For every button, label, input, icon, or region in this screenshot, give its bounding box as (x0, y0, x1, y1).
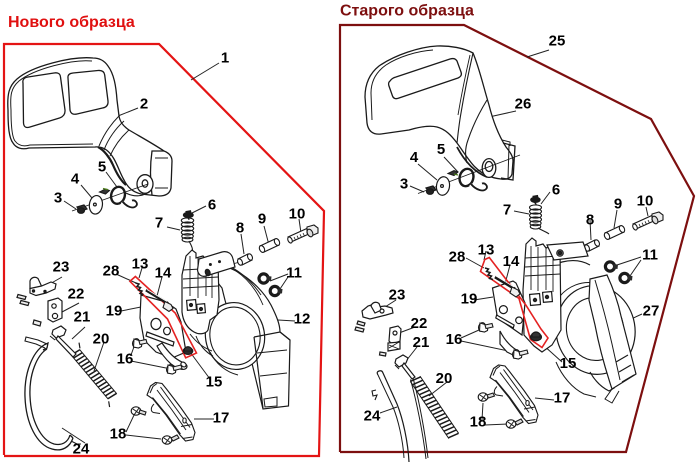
svg-text:23: 23 (53, 259, 70, 276)
svg-text:17: 17 (213, 410, 230, 427)
svg-text:6: 6 (208, 197, 216, 214)
svg-text:13: 13 (132, 256, 149, 273)
svg-text:11: 11 (286, 265, 302, 282)
svg-text:18: 18 (110, 426, 127, 443)
svg-text:10: 10 (289, 206, 306, 223)
svg-text:21: 21 (74, 309, 91, 326)
svg-text:11: 11 (642, 247, 658, 264)
svg-text:17: 17 (554, 390, 571, 407)
svg-text:1: 1 (221, 50, 229, 67)
svg-text:6: 6 (552, 182, 560, 199)
svg-text:Старого образца: Старого образца (340, 3, 474, 20)
svg-text:20: 20 (436, 370, 453, 387)
svg-text:25: 25 (549, 33, 566, 50)
svg-text:4: 4 (410, 149, 419, 166)
svg-text:22: 22 (411, 315, 428, 332)
svg-text:27: 27 (643, 303, 660, 320)
svg-text:12: 12 (294, 311, 311, 328)
svg-text:24: 24 (73, 441, 90, 458)
svg-text:15: 15 (560, 355, 577, 372)
svg-text:3: 3 (400, 176, 408, 193)
svg-text:9: 9 (258, 211, 266, 228)
svg-text:5: 5 (98, 159, 106, 176)
svg-text:Нового образца: Нового образца (8, 14, 135, 31)
svg-text:15: 15 (206, 374, 223, 391)
svg-text:14: 14 (155, 265, 172, 282)
svg-text:26: 26 (515, 96, 532, 113)
svg-text:28: 28 (103, 263, 120, 280)
svg-text:16: 16 (117, 351, 134, 368)
svg-text:21: 21 (413, 334, 430, 351)
svg-text:8: 8 (586, 212, 594, 229)
svg-text:5: 5 (437, 141, 445, 158)
svg-text:28: 28 (449, 249, 466, 266)
svg-text:10: 10 (637, 193, 654, 210)
svg-text:14: 14 (503, 253, 520, 270)
svg-text:16: 16 (446, 331, 463, 348)
svg-text:8: 8 (236, 220, 244, 237)
svg-text:24: 24 (364, 408, 381, 425)
svg-text:13: 13 (478, 242, 495, 259)
svg-text:4: 4 (71, 171, 80, 188)
svg-text:18: 18 (470, 414, 487, 431)
svg-text:19: 19 (106, 303, 123, 320)
svg-text:3: 3 (54, 190, 62, 207)
svg-text:7: 7 (503, 202, 511, 219)
svg-text:7: 7 (155, 215, 163, 232)
svg-text:23: 23 (389, 287, 406, 304)
svg-text:9: 9 (614, 196, 622, 213)
svg-text:20: 20 (93, 331, 110, 348)
svg-text:22: 22 (68, 286, 85, 303)
svg-text:2: 2 (140, 96, 148, 113)
svg-text:19: 19 (461, 291, 478, 308)
